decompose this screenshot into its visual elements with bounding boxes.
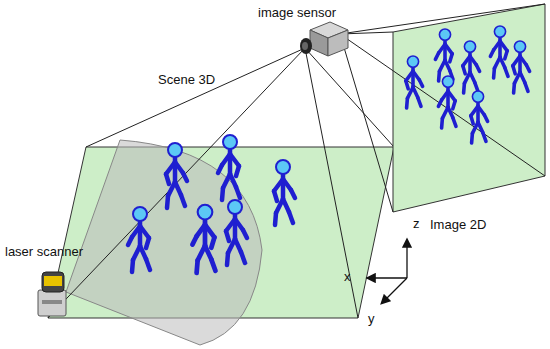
figure-head bbox=[464, 41, 475, 52]
axis-label: x bbox=[344, 269, 351, 284]
person-figure bbox=[226, 200, 247, 265]
person-figure bbox=[513, 41, 530, 93]
component-label: image sensor bbox=[258, 5, 336, 20]
figure-limb bbox=[453, 101, 455, 109]
figure-limb bbox=[526, 65, 529, 71]
figure-limb bbox=[183, 173, 187, 181]
figure-limb bbox=[275, 213, 276, 225]
person-figure bbox=[471, 91, 488, 143]
person-figure bbox=[435, 29, 453, 81]
figure-limb bbox=[226, 231, 229, 241]
axes bbox=[368, 240, 407, 303]
figure-limb bbox=[291, 190, 295, 198]
figure-head bbox=[276, 160, 290, 174]
figure-limb bbox=[505, 51, 507, 59]
figure-limb bbox=[437, 71, 441, 81]
person-figure bbox=[406, 56, 423, 108]
figure-head bbox=[133, 207, 147, 221]
figure-limb bbox=[438, 100, 441, 106]
figure-head bbox=[407, 56, 418, 67]
figure-limb bbox=[406, 81, 408, 89]
figure-head bbox=[198, 205, 213, 220]
image-plane bbox=[393, 4, 545, 212]
figure-limb bbox=[146, 238, 149, 248]
person-figure bbox=[438, 76, 456, 128]
person-figure bbox=[166, 143, 187, 208]
figure-head bbox=[494, 26, 505, 37]
figure-limb bbox=[525, 83, 528, 92]
figure-head bbox=[514, 41, 525, 52]
region-label: Image 2D bbox=[430, 217, 486, 232]
figure-limb bbox=[419, 80, 422, 86]
figure-limb bbox=[462, 83, 466, 93]
figure-limb bbox=[192, 236, 196, 244]
figure-limb bbox=[236, 187, 240, 198]
figure-head bbox=[228, 200, 242, 214]
figure-limb bbox=[470, 133, 474, 143]
person-figure bbox=[192, 205, 215, 273]
figure-limb bbox=[211, 259, 215, 271]
figure-limb bbox=[405, 98, 409, 108]
person-figure bbox=[463, 41, 480, 93]
figure-limb bbox=[505, 68, 508, 77]
figure-limb bbox=[435, 53, 438, 59]
figure-head bbox=[472, 91, 483, 102]
figure-limb bbox=[476, 65, 479, 71]
figure-limb bbox=[513, 66, 515, 74]
component-label: laser scanner bbox=[5, 244, 83, 259]
figure-limb bbox=[274, 191, 277, 201]
figure-head bbox=[223, 135, 237, 149]
view-rays bbox=[48, 48, 394, 318]
laser-scanner bbox=[38, 272, 66, 316]
image-rays bbox=[340, 4, 545, 212]
person-figure bbox=[490, 26, 508, 78]
figure-limb bbox=[236, 166, 239, 176]
figure-limb bbox=[132, 260, 133, 272]
axis-label: z bbox=[413, 216, 420, 231]
person-figure bbox=[218, 135, 240, 200]
region-label: Scene 3D bbox=[158, 72, 215, 87]
figure-limb bbox=[243, 230, 247, 238]
figure-head bbox=[168, 143, 182, 157]
figure-limb bbox=[484, 115, 487, 121]
figure-limb bbox=[289, 212, 293, 223]
figure-limb bbox=[483, 133, 486, 142]
figure-limb bbox=[440, 118, 444, 128]
figure-limb bbox=[128, 237, 132, 245]
figure-limb bbox=[512, 83, 516, 93]
figure-limb bbox=[167, 196, 168, 208]
figure-limb bbox=[166, 174, 169, 184]
figure-limb bbox=[453, 118, 456, 127]
figure-limb bbox=[222, 188, 223, 200]
figure-limb bbox=[450, 54, 452, 62]
person-figure bbox=[128, 207, 150, 272]
figure-limb bbox=[146, 259, 150, 270]
figure-head bbox=[439, 29, 450, 40]
people-figures bbox=[128, 26, 530, 273]
figure-limb bbox=[471, 116, 473, 124]
figure-limb bbox=[197, 260, 198, 273]
axis-label: y bbox=[368, 311, 375, 326]
laser-fan bbox=[66, 140, 262, 345]
figure-limb bbox=[490, 50, 493, 56]
figure-limb bbox=[475, 83, 478, 92]
figure-limb bbox=[241, 252, 245, 263]
figure-limb bbox=[218, 165, 222, 173]
figure-limb bbox=[211, 237, 214, 248]
person-figure bbox=[274, 160, 295, 225]
figure-limb bbox=[181, 195, 185, 206]
figure-limb bbox=[227, 253, 228, 265]
figure-head bbox=[442, 76, 453, 87]
figure-limb bbox=[492, 68, 496, 78]
figure-limb bbox=[463, 66, 465, 74]
image-sensor bbox=[300, 22, 348, 56]
figure-limb bbox=[418, 98, 421, 107]
